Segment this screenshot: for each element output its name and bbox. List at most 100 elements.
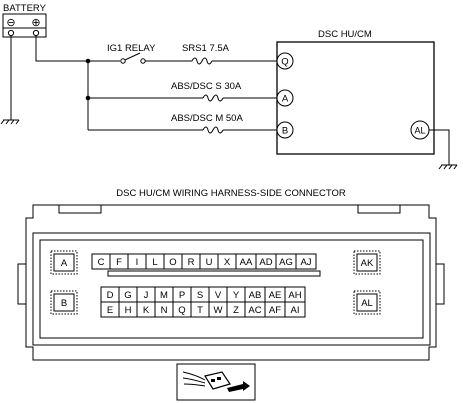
pin-label: N [161, 305, 168, 316]
pin-label: AI [291, 305, 300, 316]
fuse-abs-dsc-s-circuit [88, 94, 277, 102]
connector-pin-ac: AC [244, 301, 266, 318]
connector-housing [17, 204, 445, 361]
connector-pin-x: X [217, 253, 237, 270]
svg-text:AL: AL [414, 126, 425, 136]
pin-label: O [169, 257, 176, 268]
pin-label: F [116, 257, 122, 268]
connector-pin-z: Z [226, 301, 246, 318]
connector-pin-v: V [208, 286, 228, 303]
module-box [276, 41, 435, 155]
connector-pin-n: N [154, 301, 174, 318]
connector-pin-ae: AE [264, 286, 286, 303]
pin-label: P [179, 290, 185, 301]
fuse-label-abs-dsc-m: ABS/DSC M 50A [171, 113, 243, 124]
connector-pin-a: A [50, 250, 78, 275]
terminal-q: Q [276, 52, 294, 70]
connector-pin-p: P [172, 286, 192, 303]
connector-pin-i: I [127, 253, 147, 270]
connector-pin-c: C [91, 253, 111, 270]
pin-label: AF [269, 305, 281, 316]
battery-ground-wire [0, 36, 20, 125]
connector-pin-aj: AJ [295, 253, 317, 270]
pin-label: AA [240, 257, 253, 268]
pin-label: AB [249, 290, 262, 301]
pin-label: X [224, 257, 231, 268]
connector-pin-g: G [118, 286, 138, 303]
pin-label: L [152, 257, 157, 268]
module-label: DSC HU/CM [318, 29, 372, 40]
pin-label: D [107, 290, 114, 301]
connector-pin-e: E [100, 301, 120, 318]
connector-pin-k: K [136, 301, 156, 318]
connector-pin-ai: AI [284, 301, 306, 318]
terminal-al: AL [410, 120, 430, 140]
connector-pin-ah: AH [284, 286, 306, 303]
pin-label: E [107, 305, 113, 316]
module-ground-icon [429, 129, 458, 170]
connector-pin-u: U [199, 253, 219, 270]
connector-pin-l: L [145, 253, 165, 270]
terminal-a: A [276, 89, 294, 107]
relay-circuit [88, 52, 277, 65]
svg-text:Q: Q [281, 57, 288, 68]
pin-label: AL [361, 298, 373, 309]
pin-label: A [61, 258, 68, 269]
pin-label: J [144, 290, 149, 301]
pin-label: B [61, 298, 67, 309]
pin-label: M [160, 290, 168, 301]
battery-symbol: ⊖ ⊕ [2, 13, 47, 38]
pin-label: AK [361, 258, 374, 269]
connector-pin-ak: AK [353, 250, 381, 275]
relay-label: IG1 RELAY [107, 43, 156, 54]
connector-pin-o: O [163, 253, 183, 270]
connector-pin-j: J [136, 286, 156, 303]
connector-title: DSC HU/CM WIRING HARNESS-SIDE CONNECTOR [116, 188, 346, 199]
connector-pin-h: H [118, 301, 138, 318]
pin-label: R [188, 257, 195, 268]
connector-pin-m: M [154, 286, 174, 303]
pin-label: AJ [300, 257, 311, 268]
battery-positive-icon: ⊕ [31, 17, 40, 29]
connector-pin-ab: AB [244, 286, 266, 303]
pin-label: S [197, 290, 203, 301]
pin-label: C [98, 257, 105, 268]
connector-pin-q: Q [172, 301, 192, 318]
battery-positive-wire [35, 36, 91, 130]
connector-pin-r: R [181, 253, 201, 270]
connector-pin-t: T [190, 301, 210, 318]
connector-right-terminals: AK AL [353, 250, 381, 315]
connector-pin-ad: AD [255, 253, 277, 270]
connector-pin-y: Y [226, 286, 246, 303]
pin-label: I [136, 257, 139, 268]
pin-label: AD [259, 257, 272, 268]
connector-pin-f: F [109, 253, 129, 270]
pin-label: Q [178, 305, 185, 316]
connector-pin-aa: AA [235, 253, 257, 270]
connector-pin-b: B [50, 290, 78, 315]
connector-pin-s: S [190, 286, 210, 303]
pin-label: Z [233, 305, 239, 316]
pin-label: AE [269, 290, 282, 301]
connector-pin-w: W [208, 301, 228, 318]
svg-text:A: A [282, 94, 289, 105]
svg-text:B: B [282, 126, 288, 137]
pin-label: AH [288, 290, 301, 301]
pin-label: G [124, 290, 131, 301]
fuse-label-srs1: SRS1 7.5A [182, 43, 230, 54]
connector-pin-af: AF [264, 301, 286, 318]
pin-label: H [125, 305, 132, 316]
pin-label: AC [248, 305, 261, 316]
battery-label: BATTERY [3, 3, 47, 14]
harness-connector-icon [176, 363, 256, 401]
battery-negative-icon: ⊖ [6, 17, 15, 29]
pin-label: W [214, 305, 223, 316]
pin-label: U [206, 257, 213, 268]
fuse-abs-dsc-m-circuit [88, 126, 277, 134]
pin-label: T [197, 305, 203, 316]
pin-label: Y [233, 290, 240, 301]
connector-left-terminals: AB [50, 250, 78, 315]
